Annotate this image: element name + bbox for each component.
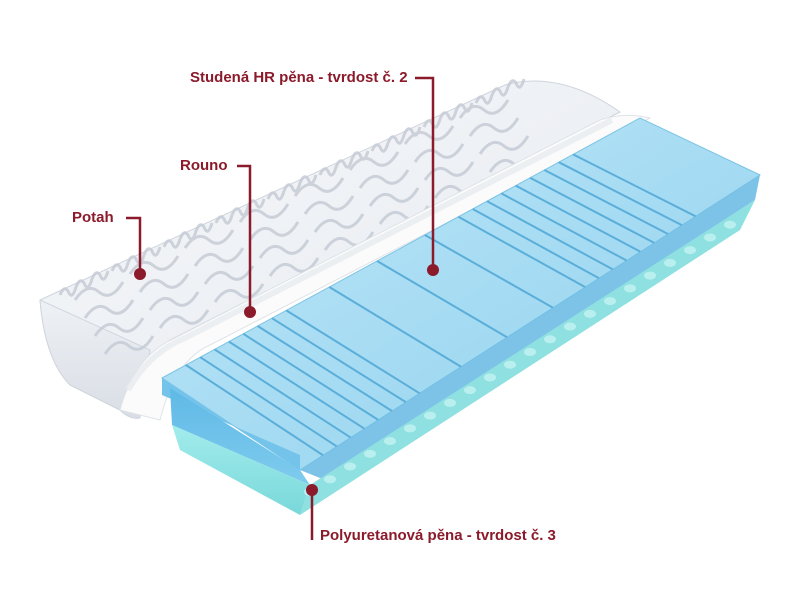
foam-bump — [364, 449, 376, 458]
foam-bump — [424, 411, 436, 420]
foam-groove — [185, 364, 324, 457]
foam-bump — [484, 373, 496, 382]
callout-line-potah — [126, 216, 142, 272]
quilt-wave — [248, 221, 300, 241]
quilt-wave — [303, 195, 355, 215]
quilt-wave — [268, 257, 320, 277]
callout-line-hr — [415, 76, 435, 268]
foam-groove — [257, 325, 393, 412]
label-cover: Potah — [72, 209, 114, 226]
callout-line-rouno — [237, 164, 252, 310]
foam-bump — [524, 348, 536, 356]
label-fleece: Rouno — [180, 157, 228, 174]
quilt-wave — [213, 283, 265, 303]
dot-icon — [306, 484, 318, 496]
foam-bump — [324, 475, 336, 484]
foam-groove — [572, 153, 697, 218]
foam-bump — [584, 309, 596, 318]
foam-bump — [384, 437, 396, 446]
label-pu-foam: Polyuretanová pěna - tvrdost č. 3 — [320, 527, 556, 544]
foam-bump — [544, 335, 556, 344]
foam-groove — [199, 356, 338, 448]
foam-groove — [228, 340, 365, 430]
quilt-wave — [183, 229, 235, 249]
quilt-wave — [318, 150, 370, 177]
quilt-wave — [148, 291, 200, 311]
quilt-wave — [370, 126, 422, 153]
quilt-wave — [73, 281, 125, 301]
foam-groove — [529, 176, 655, 244]
foam-bump — [464, 386, 476, 395]
foam-groove — [500, 192, 628, 262]
quilt-wave — [478, 135, 530, 155]
foam-groove — [543, 169, 669, 235]
foam-groove — [214, 348, 352, 439]
foam-bump — [624, 284, 636, 293]
quilt-wave — [468, 117, 520, 137]
quilt-wave — [313, 213, 365, 233]
foam-groove — [472, 208, 600, 280]
foam-groove — [328, 286, 462, 368]
foam-grooves — [185, 153, 697, 457]
foam-groove — [285, 309, 421, 395]
foam-groove — [558, 161, 683, 227]
hr-foam-layer — [161, 117, 762, 485]
quilt-wave — [348, 151, 400, 171]
foam-bump — [344, 462, 356, 471]
dot-icon — [134, 268, 146, 280]
foam-groove — [242, 332, 379, 421]
quilt-wave — [214, 198, 266, 225]
foam-bump — [444, 398, 456, 407]
foam-groove — [515, 184, 641, 253]
quilt-wave — [368, 187, 420, 207]
quilt-wave — [474, 78, 526, 105]
quilt-wave — [158, 309, 210, 329]
quilt-wave — [238, 203, 290, 223]
foam-bump — [404, 424, 416, 433]
foam-bump — [564, 322, 576, 331]
label-hr-foam: Studená HR pěna - tvrdost č. 2 — [190, 69, 408, 86]
quilt-wave — [83, 299, 135, 319]
foam-bump — [704, 233, 716, 242]
quilt-wave — [203, 265, 255, 285]
quilt-wave — [162, 222, 214, 249]
foam-bump — [504, 360, 516, 369]
callout-markers — [134, 264, 439, 496]
foam-bump — [684, 246, 696, 255]
quilt-wave — [258, 239, 310, 259]
foam-groove — [424, 234, 554, 309]
callouts — [126, 76, 435, 540]
foam-bump — [724, 220, 736, 229]
foam-groove — [376, 260, 508, 339]
quilt-wave — [138, 273, 190, 293]
foam-groove — [271, 317, 407, 403]
quilt-wave — [293, 177, 345, 197]
quilt-wave — [413, 143, 465, 163]
quilt-wave — [458, 99, 510, 119]
quilt-wave — [266, 174, 318, 201]
dot-icon — [427, 264, 439, 276]
quilt-wave — [193, 247, 245, 267]
quilt-wave — [358, 169, 410, 189]
quilt-wave — [93, 317, 145, 337]
quilt-wave — [103, 335, 155, 355]
foam-groove — [486, 200, 614, 271]
foam-bump — [604, 297, 616, 306]
dot-icon — [244, 306, 256, 318]
foam-bump — [644, 271, 656, 280]
quilt-wave — [58, 270, 110, 297]
foam-bump — [664, 258, 676, 267]
quilt-wave — [403, 125, 455, 145]
quilt-wave — [128, 255, 180, 275]
quilt-wave — [110, 246, 162, 273]
foam-groove — [457, 215, 586, 288]
